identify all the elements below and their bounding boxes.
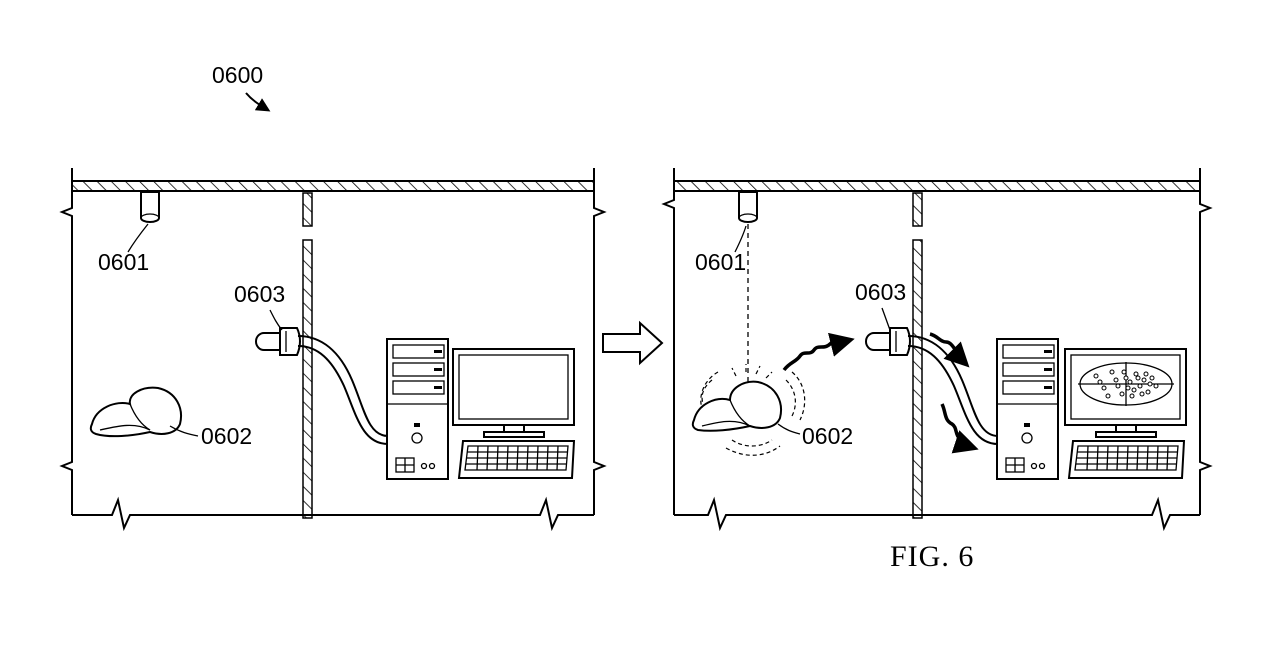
scatter-dot xyxy=(1115,383,1121,389)
ceiling-sensor-icon xyxy=(738,191,758,223)
scatter-dot xyxy=(1121,369,1127,375)
left-panel: 0601 0602 0603 xyxy=(59,168,607,532)
computer-tower-icon xyxy=(386,338,449,480)
scatter-dot xyxy=(1127,379,1133,385)
scatter-dot xyxy=(1135,375,1141,381)
figure-caption: FIG. 6 xyxy=(890,540,974,573)
sensor-ref-label: 0601 xyxy=(695,249,746,275)
data-flow-arrow-lower xyxy=(940,403,979,454)
transition-arrow-icon xyxy=(602,320,664,366)
wall-plug-device-icon xyxy=(865,327,911,356)
monitor-icon xyxy=(1064,348,1187,438)
overall-ref-leader xyxy=(245,92,271,112)
scatter-dot xyxy=(1105,393,1111,399)
partition-wall-upper xyxy=(302,192,313,227)
scatter-dot xyxy=(1123,375,1129,381)
ceiling xyxy=(673,180,1201,192)
data-flow-arrow-upper xyxy=(929,332,970,368)
device-ref-label: 0603 xyxy=(855,279,906,305)
scatter-dot xyxy=(1125,385,1131,391)
scatter-dot xyxy=(1143,371,1149,377)
signal-arrow xyxy=(782,332,855,372)
keyboard-icon xyxy=(1067,440,1186,479)
object-ref-label: 0602 xyxy=(201,423,252,449)
scatter-dot xyxy=(1093,373,1099,379)
scatter-dot xyxy=(1141,377,1147,383)
scatter-dot xyxy=(1109,369,1115,375)
scatter-dot xyxy=(1149,375,1155,381)
computer-tower-icon xyxy=(996,338,1059,480)
object-ref-label: 0602 xyxy=(802,423,853,449)
vibration-marks xyxy=(700,364,806,456)
monitor-icon xyxy=(452,348,575,438)
floor xyxy=(72,496,594,532)
floor xyxy=(674,496,1200,532)
scatter-dot xyxy=(1145,389,1151,395)
ceiling-sensor-icon xyxy=(140,191,160,223)
partition-wall-lower xyxy=(302,239,313,519)
right-panel: 0601 0602 0603 xyxy=(661,168,1213,532)
scatter-dot xyxy=(1147,381,1153,387)
keyboard-icon xyxy=(457,440,576,479)
partition-wall-lower xyxy=(912,239,923,519)
cable xyxy=(297,335,389,437)
cap-object-icon xyxy=(89,386,182,438)
overall-ref-label: 0600 xyxy=(212,62,263,88)
device-ref-label: 0603 xyxy=(234,281,285,307)
wall-plug-device-icon xyxy=(255,327,301,356)
partition-wall-upper xyxy=(912,192,923,227)
ceiling xyxy=(71,180,595,192)
scatter-dot xyxy=(1129,393,1135,399)
scatter-dot xyxy=(1131,387,1137,393)
scatter-dot xyxy=(1113,377,1119,383)
scatter-dot xyxy=(1097,379,1103,385)
scatter-dot xyxy=(1133,371,1139,377)
scatter-plot-icon xyxy=(1078,362,1174,406)
scatter-dot xyxy=(1137,383,1143,389)
sensor-ref-label: 0601 xyxy=(98,249,149,275)
scatter-dot xyxy=(1101,385,1107,391)
cap-object-icon xyxy=(691,380,782,432)
scatter-dot xyxy=(1119,391,1125,397)
scatter-dot xyxy=(1139,391,1145,397)
scatter-dot xyxy=(1153,383,1159,389)
